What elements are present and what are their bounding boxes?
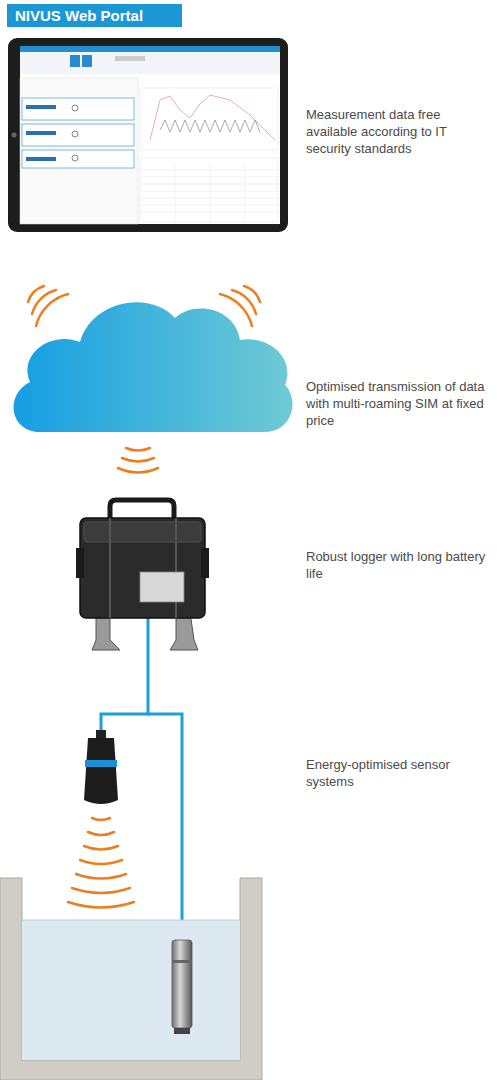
tablet (8, 38, 288, 232)
feature-description: Energy-optimised sensor systems (306, 756, 493, 790)
ultrasonic-sensor (84, 730, 118, 804)
cloud (14, 302, 293, 432)
ultrasonic-waves (68, 818, 134, 908)
title-band: NIVUS Web Portal (7, 4, 182, 27)
basin (0, 878, 262, 1080)
feature-description: Optimised transmission of data with mult… (306, 378, 493, 429)
feature-description: Measurement data free available accordin… (306, 106, 493, 157)
title-text: NIVUS Web Portal (15, 7, 143, 24)
pressure-probe (172, 940, 192, 1034)
feature-description: Robust logger with long battery life (306, 548, 493, 582)
logger-case (76, 500, 209, 618)
